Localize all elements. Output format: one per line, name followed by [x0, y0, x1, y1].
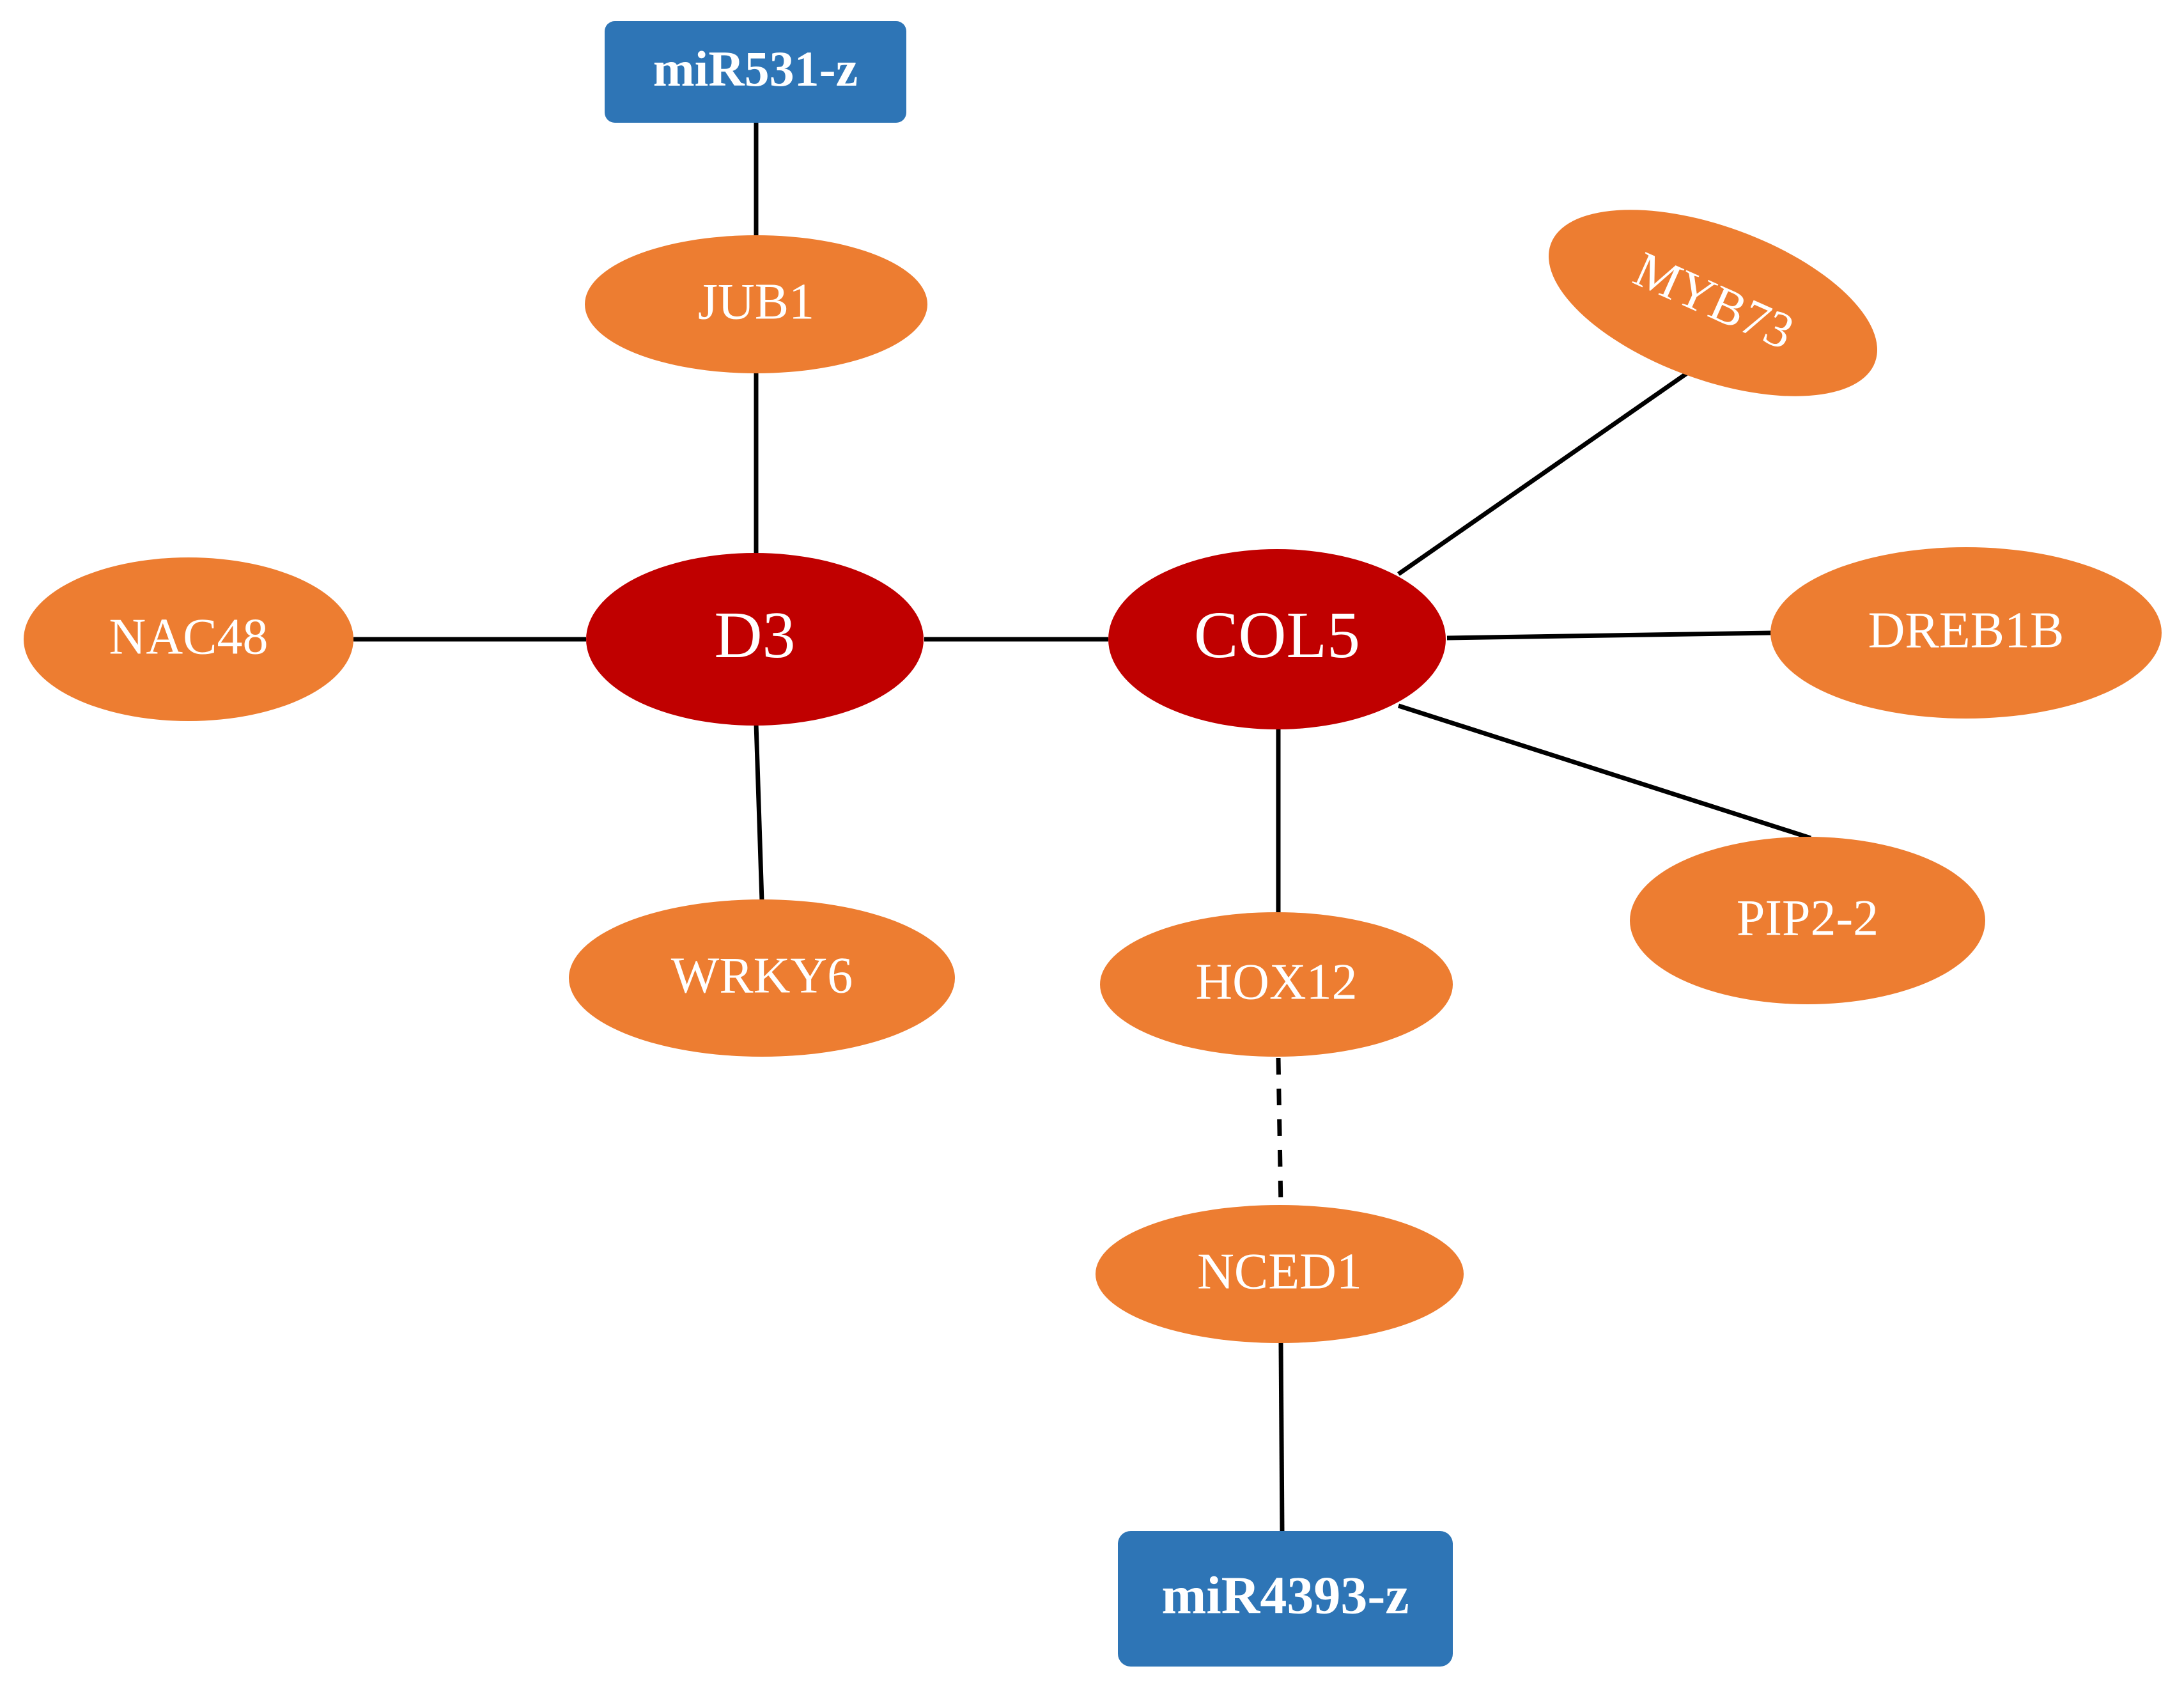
gene-node-nced1: NCED1	[1096, 1205, 1464, 1343]
node-label-jub1: JUB1	[698, 274, 814, 330]
node-ellipse	[1630, 837, 1985, 1004]
node-label-hox12: HOX12	[1195, 954, 1357, 1010]
edge-d3-wrky6	[754, 723, 764, 902]
node-ellipse	[1108, 549, 1446, 729]
gene-node-hox12: HOX12	[1100, 912, 1453, 1057]
edge-col5-myb73	[1397, 369, 1692, 576]
gene-node-nac48: NAC48	[24, 557, 353, 721]
edge-hox12-nced1	[1276, 1057, 1283, 1207]
node-label-d3: D3	[714, 598, 795, 672]
node-ellipse	[1770, 547, 2162, 719]
node-label-pip22: PIP2-2	[1737, 890, 1878, 946]
node-ellipse	[24, 557, 353, 721]
gene-node-jub1: JUB1	[585, 235, 927, 373]
mirna-box	[605, 21, 906, 123]
mirna-node-mir4393: miR4393-z	[1118, 1531, 1453, 1667]
node-label-col5: COL5	[1194, 598, 1360, 672]
edges	[353, 123, 1812, 1532]
node-ellipse	[569, 899, 955, 1057]
gene-node-dreb1b: DREB1B	[1770, 547, 2162, 719]
node-label-wrky6: WRKY6	[671, 947, 853, 1004]
node-label-mir4393: miR4393-z	[1161, 1566, 1409, 1625]
node-label-mir531: miR531-z	[653, 41, 858, 97]
node-label-dreb1b: DREB1B	[1868, 602, 2064, 658]
node-label-nced1: NCED1	[1197, 1243, 1362, 1300]
gene-node-myb73: MYB73	[1548, 210, 1878, 396]
node-ellipse	[586, 553, 924, 726]
node-label-nac48: NAC48	[109, 609, 268, 665]
edge-nced1-mir4393	[1278, 1342, 1285, 1532]
mirna-node-mir531: miR531-z	[605, 21, 906, 123]
node-ellipse	[1100, 912, 1453, 1057]
edge-col5-dreb1b	[1446, 630, 1773, 641]
hub-node-col5: COL5	[1108, 549, 1446, 729]
mirna-box	[1118, 1531, 1453, 1667]
node-ellipse	[1548, 210, 1878, 396]
hub-node-d3: D3	[586, 553, 924, 726]
node-ellipse	[585, 235, 927, 373]
node-ellipse	[1096, 1205, 1464, 1343]
edge-col5-pip22	[1397, 703, 1812, 841]
gene-node-wrky6: WRKY6	[569, 899, 955, 1057]
gene-node-pip22: PIP2-2	[1630, 837, 1985, 1004]
